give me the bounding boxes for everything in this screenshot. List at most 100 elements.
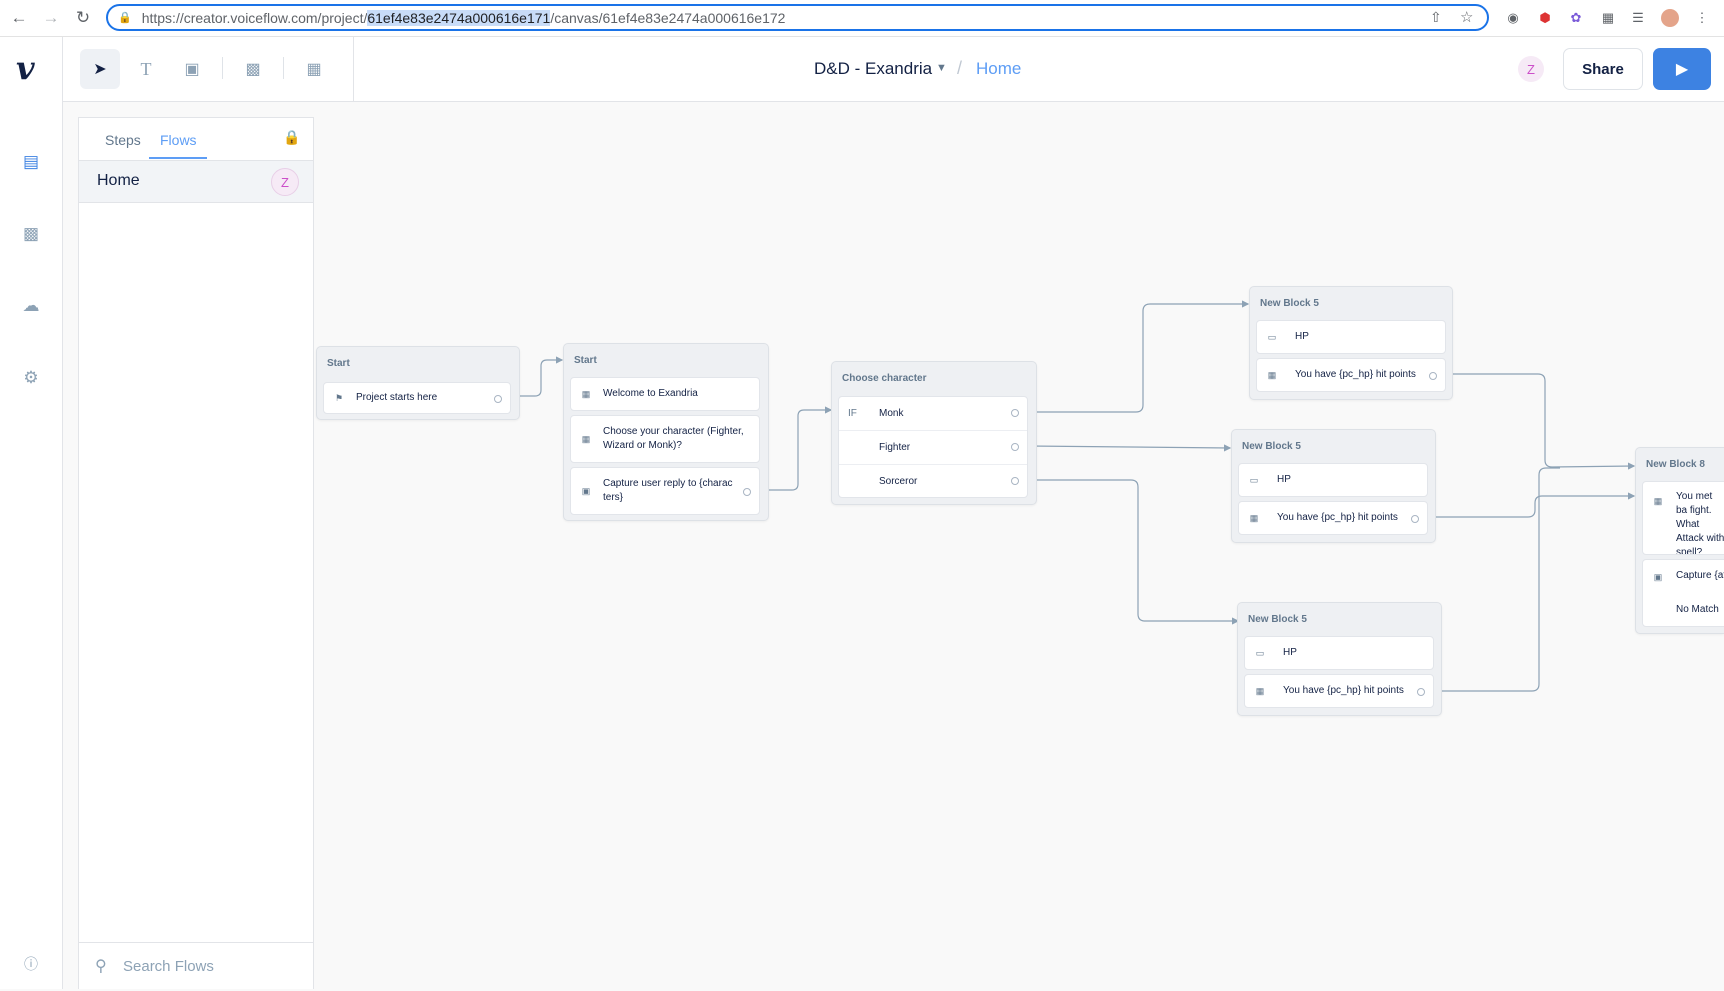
output-port[interactable]: [1411, 515, 1419, 523]
profile-avatar[interactable]: [1660, 8, 1680, 28]
left-rail: ▤ ▩ ☁ ⚙ ⓘ: [0, 101, 63, 989]
new-block-5-b[interactable]: New Block 5 ▭ HP ▦ You have {pc_hp} hit …: [1231, 429, 1436, 543]
capture-step[interactable]: ▣ Capture {at No Match: [1642, 559, 1724, 627]
speak-step[interactable]: ▦ You have {pc_hp} hit points: [1244, 674, 1434, 708]
variable-icon: ▭: [1249, 474, 1259, 485]
block-title: New Block 8: [1646, 459, 1705, 470]
chevron-down-icon[interactable]: ▼: [936, 62, 947, 74]
step-text: You have {pc_hp} hit points: [1295, 369, 1416, 380]
block-title: New Block 5: [1242, 441, 1301, 452]
new-block-5-c[interactable]: New Block 5 ▭ HP ▦ You have {pc_hp} hit …: [1237, 602, 1442, 716]
output-port[interactable]: [1011, 477, 1019, 485]
choose-character-block[interactable]: Choose character IF Monk Fighter Sorcero…: [831, 361, 1037, 505]
extension-icon[interactable]: ◉: [1507, 10, 1519, 25]
breadcrumb-separator: /: [957, 58, 963, 78]
speak-step[interactable]: ▦ You have {pc_hp} hit points: [1238, 501, 1428, 535]
link-capture-to-choose: [752, 406, 833, 491]
back-icon[interactable]: ←: [10, 8, 28, 27]
new-block-8[interactable]: New Block 8 ▦ You met ba fight. What Att…: [1635, 447, 1724, 634]
info-icon[interactable]: ⓘ: [24, 956, 38, 972]
menu-kebab-icon[interactable]: ⋮: [1695, 10, 1709, 25]
tool-divider: [283, 57, 284, 79]
capture-step[interactable]: ▣ Capture user reply to {charac ters}: [570, 467, 760, 515]
link-start-to-start: [512, 356, 564, 397]
if-step[interactable]: IF Monk Fighter Sorceror: [838, 396, 1028, 498]
step-text: HP: [1277, 474, 1291, 485]
step-text: HP: [1283, 647, 1297, 658]
flow-item-label: Home: [97, 172, 140, 189]
link-a-to-nb8: [1440, 373, 1636, 470]
block-title: New Block 5: [1248, 614, 1307, 625]
media-icon[interactable]: ☰: [1632, 10, 1644, 25]
start-block[interactable]: Start ⚑ Project starts here: [316, 346, 520, 420]
step-text: HP: [1295, 331, 1309, 342]
components-grid-icon[interactable]: ▦: [306, 61, 322, 78]
speak-step[interactable]: ▦ Welcome to Exandria: [570, 377, 760, 411]
output-port[interactable]: [1417, 688, 1425, 696]
speak-step[interactable]: ▦ You met ba fight. What Attack with spe…: [1642, 481, 1724, 555]
welcome-block[interactable]: Start ▦ Welcome to Exandria ▦ Choose you…: [563, 343, 769, 521]
reload-icon[interactable]: ↻: [75, 8, 91, 27]
image-tool-icon[interactable]: ▣: [184, 61, 200, 78]
adblock-icon[interactable]: ⬢: [1539, 10, 1551, 25]
text-tool-icon[interactable]: T: [140, 58, 152, 79]
color-extension-icon[interactable]: ✿: [1570, 10, 1582, 25]
divider: [839, 430, 1027, 431]
set-step[interactable]: ▭ HP: [1238, 463, 1428, 497]
link-sorceror: [1028, 479, 1240, 625]
share-page-icon[interactable]: ⇧: [1430, 9, 1442, 25]
comment-tool-icon[interactable]: ▩: [245, 61, 261, 78]
tab-flows[interactable]: Flows: [160, 132, 197, 148]
share-button[interactable]: Share: [1563, 48, 1643, 90]
puzzle-icon[interactable]: ▦: [1601, 10, 1615, 25]
search-flows[interactable]: ⚲ Search Flows: [79, 942, 313, 991]
search-flows-placeholder[interactable]: Search Flows: [123, 958, 214, 975]
text-step-icon: ▦: [1249, 512, 1259, 523]
capture-icon: ▣: [1653, 571, 1663, 582]
step-text: You met ba fight. What Attack with spell…: [1676, 491, 1724, 555]
forward-icon[interactable]: →: [42, 8, 60, 27]
no-match-label: No Match: [1676, 604, 1719, 615]
breadcrumb-current[interactable]: Home: [976, 59, 1022, 78]
step-text: You have {pc_hp} hit points: [1283, 685, 1404, 696]
project-title[interactable]: D&D - Exandria: [814, 59, 933, 78]
tab-steps[interactable]: Steps: [105, 132, 141, 148]
select-cursor-icon[interactable]: ➤: [80, 49, 120, 89]
canvas-icon[interactable]: ▤: [22, 152, 40, 171]
text-step-icon: ▦: [581, 388, 591, 399]
condition-fighter: Fighter: [879, 442, 911, 453]
lock-icon[interactable]: 🔒: [283, 129, 301, 145]
voiceflow-logo[interactable]: v: [16, 49, 35, 87]
bookmark-star-icon[interactable]: ☆: [1460, 9, 1474, 26]
text-step-icon: ▦: [1267, 369, 1277, 380]
link-c-to-nb8: [1428, 467, 1560, 692]
output-port[interactable]: [1429, 372, 1437, 380]
address-bar[interactable]: 🔒 https://creator.voiceflow.com/project/…: [106, 4, 1489, 31]
output-port[interactable]: [1011, 443, 1019, 451]
play-button[interactable]: ▶: [1653, 48, 1711, 90]
set-step[interactable]: ▭ HP: [1256, 320, 1446, 354]
output-port[interactable]: [743, 488, 751, 496]
collaborator-avatar[interactable]: Z: [1518, 56, 1544, 82]
conversations-icon[interactable]: ▩: [22, 224, 40, 243]
flow-item-home[interactable]: Home Z: [79, 160, 313, 203]
settings-gear-icon[interactable]: ⚙: [23, 368, 39, 387]
cloud-upload-icon[interactable]: ☁: [22, 296, 40, 315]
tool-divider: [222, 57, 223, 79]
step-text: Project starts here: [356, 392, 438, 403]
output-port[interactable]: [1011, 409, 1019, 417]
flag-icon: ⚑: [334, 392, 344, 403]
speak-step[interactable]: ▦ You have {pc_hp} hit points: [1256, 358, 1446, 392]
variable-icon: ▭: [1267, 331, 1277, 342]
output-port[interactable]: [494, 395, 502, 403]
lock-icon: 🔒: [118, 12, 132, 24]
block-title: Start: [574, 355, 597, 366]
speak-step[interactable]: ▦ Choose your character (Fighter, Wizard…: [570, 415, 760, 463]
start-step[interactable]: ⚑ Project starts here: [323, 382, 511, 414]
flows-panel: Steps Flows 🔒 Home Z ⚲ Search Flows: [78, 117, 314, 989]
search-icon: ⚲: [95, 958, 107, 975]
set-step[interactable]: ▭ HP: [1244, 636, 1434, 670]
text-step-icon: ▦: [1653, 495, 1663, 506]
new-block-5-a[interactable]: New Block 5 ▭ HP ▦ You have {pc_hp} hit …: [1249, 286, 1453, 400]
